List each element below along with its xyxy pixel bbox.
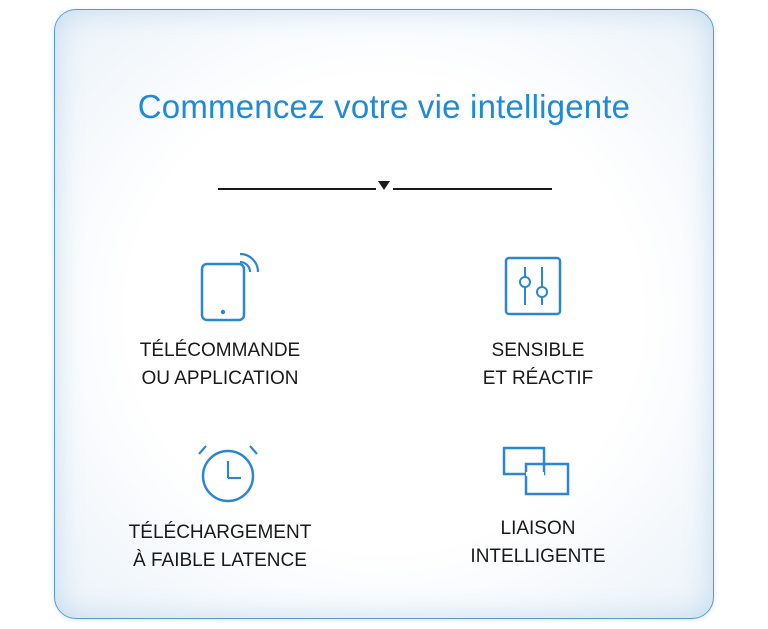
feature-card xyxy=(54,9,714,619)
sliders-icon xyxy=(504,256,562,316)
feature-label-line: OU APPLICATION xyxy=(141,368,299,389)
feature-label-line: TÉLÉCHARGEMENT xyxy=(128,522,312,543)
feature-label-remote: TÉLÉCOMMANDE OU APPLICATION xyxy=(100,337,340,393)
feature-label-line: À FAIBLE LATENCE xyxy=(133,550,307,571)
feature-label-line: ET RÉACTIF xyxy=(482,368,594,389)
feature-label-line: TÉLÉCOMMANDE xyxy=(139,340,301,361)
divider-arrow xyxy=(218,181,552,190)
feature-label-link: LIAISON INTELLIGENTE xyxy=(418,515,658,571)
feature-label-line: SENSIBLE xyxy=(491,340,585,361)
phone-remote-icon xyxy=(200,252,260,322)
feature-label-responsive: SENSIBLE ET RÉACTIF xyxy=(418,337,658,393)
feature-label-latency: TÉLÉCHARGEMENT À FAIBLE LATENCE xyxy=(100,519,340,575)
linked-squares-icon xyxy=(502,446,570,496)
page-title: Commencez votre vie intelligente xyxy=(137,88,631,125)
feature-label-line: INTELLIGENTE xyxy=(470,546,606,567)
alarm-clock-icon xyxy=(198,445,258,503)
feature-label-line: LIAISON xyxy=(500,518,576,539)
